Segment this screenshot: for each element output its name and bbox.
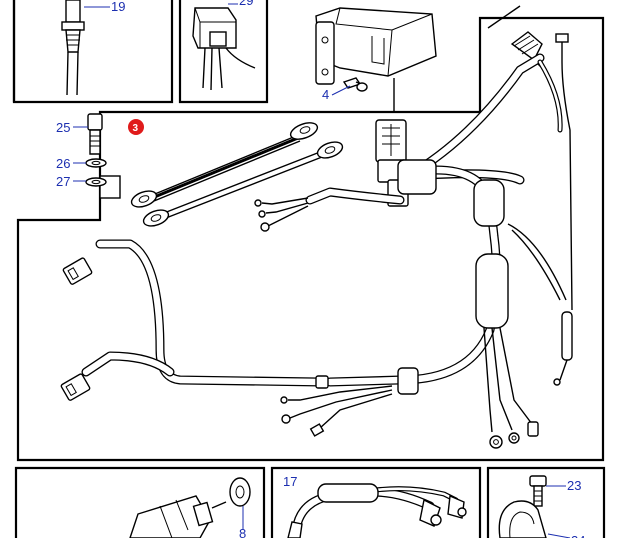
callout-23: 23 (567, 478, 581, 493)
callout-27: 27 (56, 174, 70, 189)
callout-29: 29 (239, 0, 253, 8)
ground-cable-pair (99, 122, 344, 227)
callout-4: 4 (322, 87, 329, 102)
callout-24: 24 (571, 533, 585, 538)
callout-19: 19 (111, 0, 125, 14)
callout-26: 26 (56, 156, 70, 171)
panel-part-19: 19 (12, 0, 174, 104)
main-harness (60, 159, 573, 449)
option-badge: 3 (128, 119, 144, 135)
panel-part-23: 23 24 (486, 466, 606, 538)
panel-part-17: 17 (270, 466, 482, 538)
bolt-group: 25 26 27 (56, 113, 107, 189)
badge-label: 3 (133, 123, 139, 134)
panel-part-29: 29 (178, 0, 269, 104)
control-unit: 4 (315, 7, 437, 112)
callout-25: 25 (56, 120, 70, 135)
panel-part-8: 8 (14, 466, 266, 538)
callout-8: 8 (239, 526, 246, 538)
round-connector (487, 5, 573, 311)
callout-17: 17 (283, 474, 297, 489)
